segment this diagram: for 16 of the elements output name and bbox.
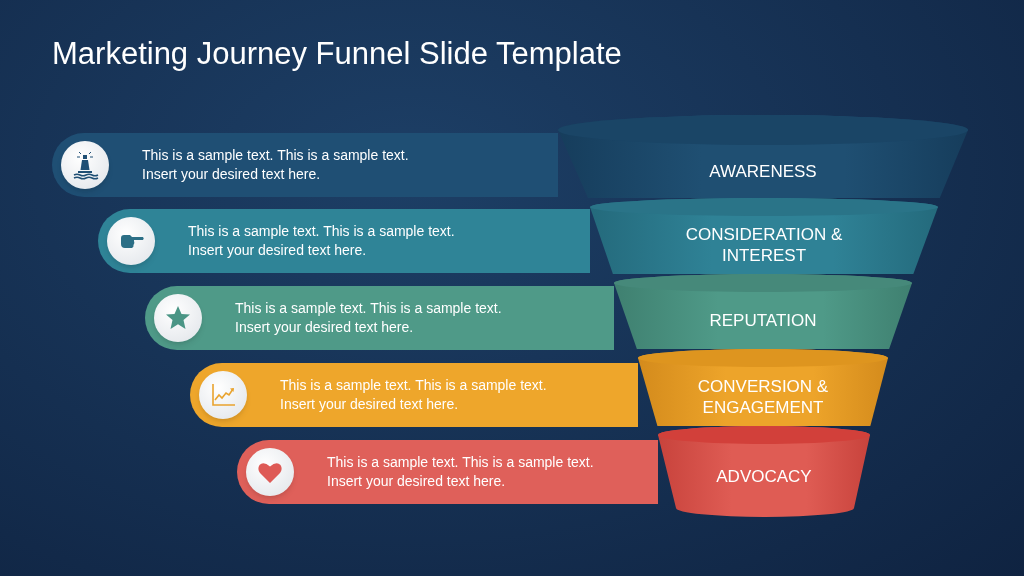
stage-label: ADVOCACY <box>715 465 813 487</box>
stage-label: AWARENESS <box>708 161 818 182</box>
text-bar <box>145 286 614 350</box>
text-bar <box>237 440 658 504</box>
bar-text: This is a sample text. This is a sample text. Insert your desired text here. <box>327 453 595 491</box>
stage-label: CONVERSION & ENGAGEMENT <box>696 375 830 418</box>
bar-text: This is a sample text. This is a sample text. Insert your desired text here. <box>142 146 410 184</box>
slide-title: Marketing Journey Funnel Slide Template <box>52 35 622 73</box>
text-bar <box>98 209 590 273</box>
text-bar <box>190 363 638 427</box>
text-bar <box>52 133 558 197</box>
bar-text: This is a sample text. This is a sample text. Insert your desired text here. <box>235 299 503 337</box>
stage-label: CONSIDERATION & INTEREST <box>684 224 844 266</box>
bar-text: This is a sample text. This is a sample text. Insert your desired text here. <box>280 376 548 414</box>
stage-label: REPUTATION <box>708 310 818 331</box>
bar-text: This is a sample text. This is a sample text. Insert your desired text here. <box>188 222 456 260</box>
